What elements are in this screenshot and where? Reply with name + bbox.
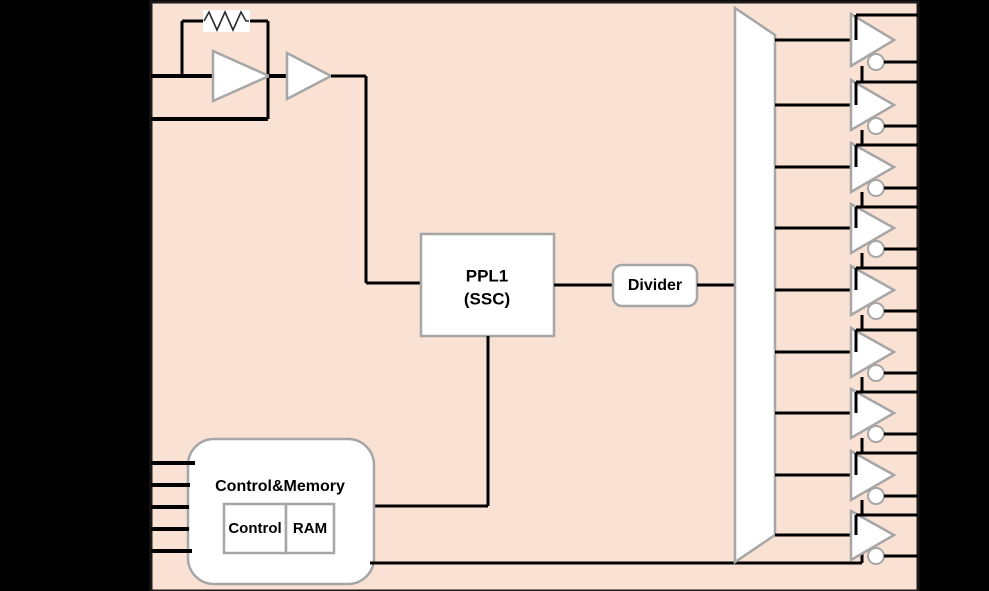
- output-channel-4: [775, 201, 918, 270]
- oscillator-inverter-1: [211, 49, 273, 103]
- divider-block-label: Divider: [628, 277, 682, 294]
- output-channel-6: [775, 325, 918, 394]
- buffer-2-inversion-bubble: [867, 117, 885, 135]
- output-buffer-4[interactable]: [849, 201, 897, 256]
- buffer-9-inversion-bubble: [867, 547, 885, 565]
- output-buffer-3[interactable]: [849, 140, 897, 195]
- pll-block-label-line1: PPL1: [466, 266, 509, 285]
- pll-block-label-line2: (SSC): [464, 289, 510, 308]
- output-buffer-2[interactable]: [849, 77, 897, 133]
- oscillator-inverter-2: [285, 50, 334, 102]
- output-buffer-9[interactable]: [849, 508, 897, 563]
- control-memory-label: Control&Memory: [215, 478, 345, 495]
- buffer-5-inversion-bubble: [867, 302, 885, 320]
- output-channel-9: [775, 508, 918, 565]
- buffer-8-inversion-bubble: [867, 487, 885, 505]
- buffer-3-inversion-bubble: [867, 179, 885, 197]
- buffer-4-inversion-bubble: [867, 240, 885, 258]
- output-buffer-7[interactable]: [849, 386, 897, 441]
- output-buffer-1[interactable]: [849, 11, 897, 69]
- buffer-7-inversion-bubble: [867, 425, 885, 443]
- control-sub-block[interactable]: [222, 502, 288, 555]
- buffer-1-inversion-bubble: [867, 53, 885, 71]
- oscillator-feedback-network: [180, 19, 270, 119]
- output-buffer-6[interactable]: [849, 325, 897, 380]
- control-input-pins: [151, 461, 195, 553]
- control-sub-block-label: Control: [228, 520, 281, 537]
- output-channel-5: [775, 263, 918, 332]
- clock-distribution-mux[interactable]: [733, 5, 777, 565]
- ram-sub-block[interactable]: [284, 502, 336, 555]
- ram-sub-block-label: RAM: [293, 520, 327, 537]
- oscillator-to-pll-wire: [331, 74, 422, 285]
- resistor-icon: [203, 10, 249, 32]
- buffer-6-inversion-bubble: [867, 364, 885, 382]
- output-buffer-8[interactable]: [849, 448, 897, 503]
- pll-to-control-wire: [374, 336, 490, 508]
- output-buffer-5[interactable]: [849, 263, 897, 318]
